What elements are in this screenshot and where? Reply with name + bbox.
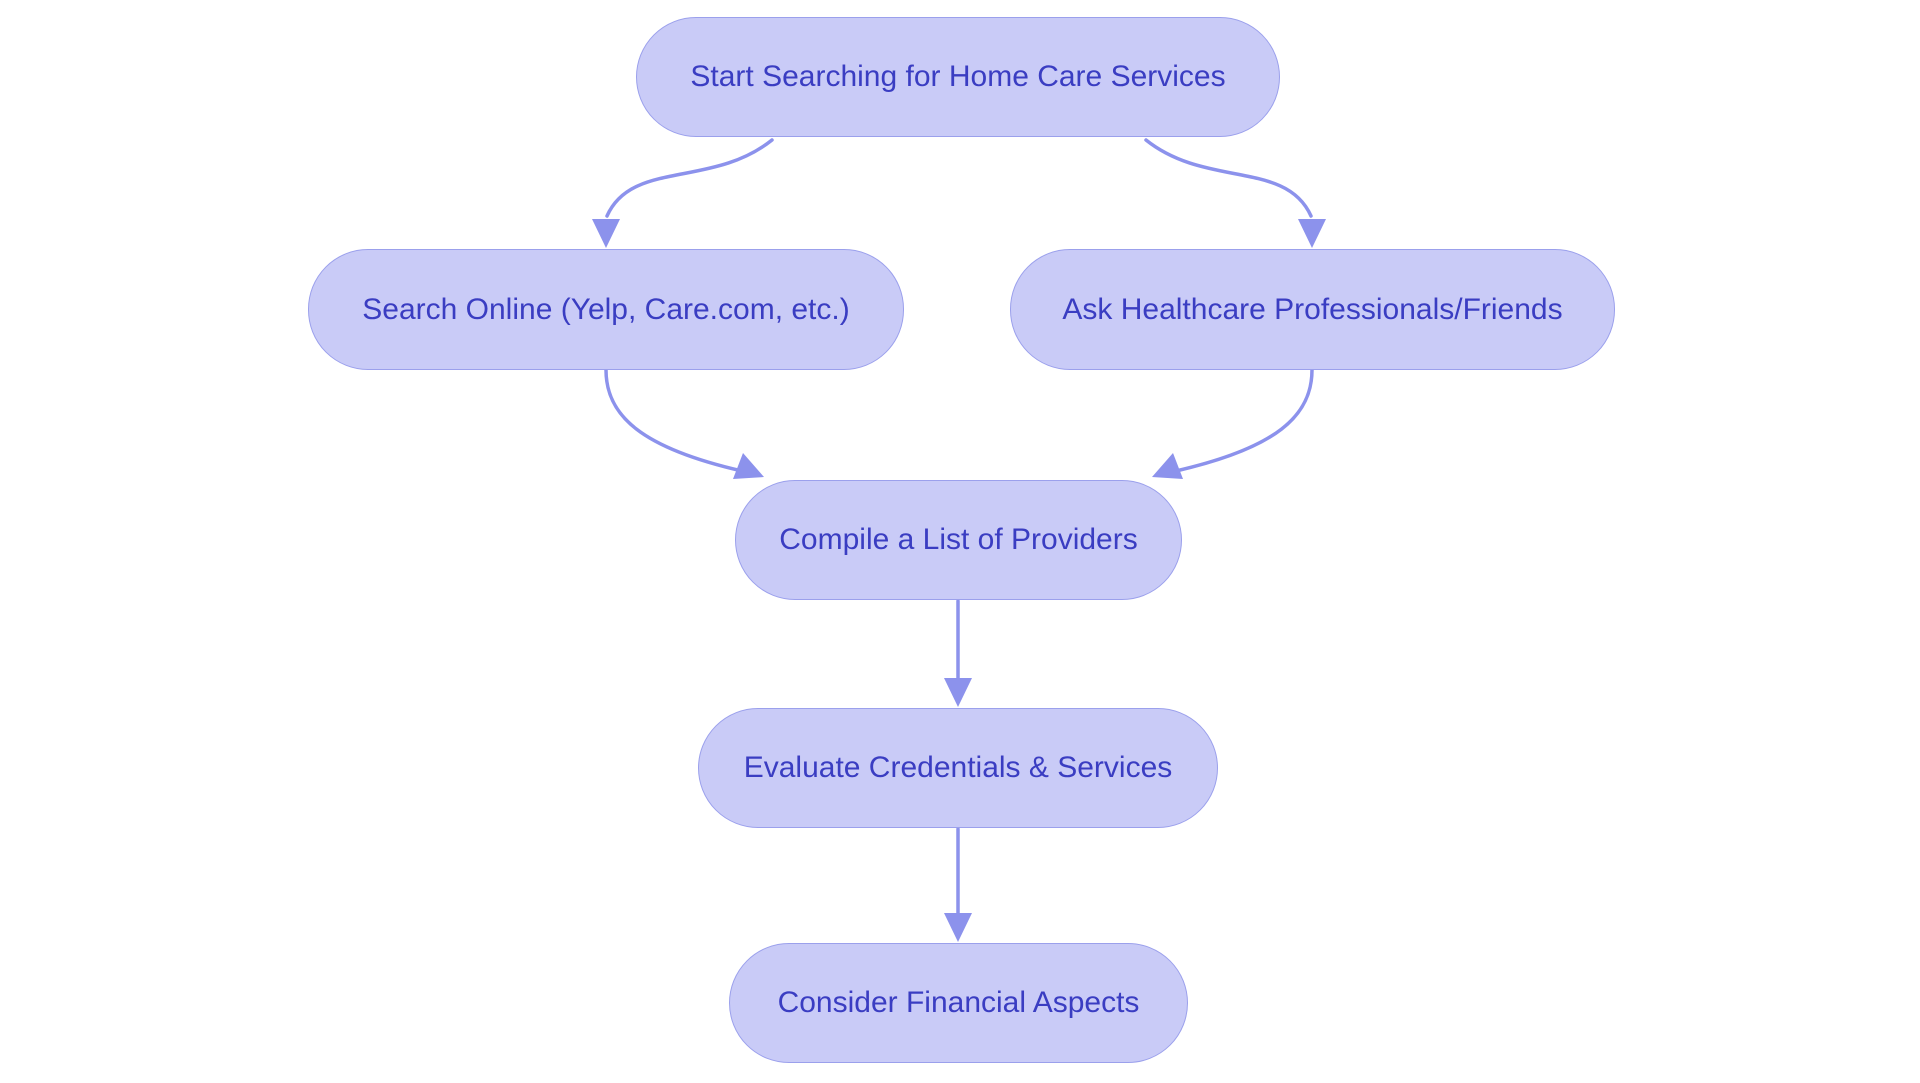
- edge-compile-list-to-evaluate: [944, 599, 972, 707]
- flow-node-compile-list-label: Compile a List of Providers: [779, 523, 1138, 556]
- edge-start-to-ask-professionals: [1144, 138, 1326, 248]
- edge-evaluate-to-financial: [944, 827, 972, 942]
- edge-start-to-search-online: [592, 138, 774, 248]
- edge-search-online-to-compile-list: [604, 368, 764, 479]
- flow-node-consider-financial-label: Consider Financial Aspects: [777, 986, 1140, 1019]
- flow-node-ask-professionals: Ask Healthcare Professionals/Friends: [1010, 249, 1615, 370]
- edge-ask-professionals-to-compile-list: [1152, 368, 1314, 479]
- flow-node-evaluate-credentials-label: Evaluate Credentials & Services: [743, 751, 1173, 784]
- flow-node-search-online: Search Online (Yelp, Care.com, etc.): [308, 249, 904, 370]
- flow-node-start-label: Start Searching for Home Care Services: [690, 60, 1226, 93]
- flow-node-consider-financial: Consider Financial Aspects: [729, 943, 1188, 1063]
- flow-node-ask-professionals-label: Ask Healthcare Professionals/Friends: [1062, 292, 1563, 326]
- flow-node-start: Start Searching for Home Care Services: [636, 17, 1280, 137]
- flow-node-search-online-label: Search Online (Yelp, Care.com, etc.): [362, 292, 850, 326]
- flow-node-evaluate-credentials: Evaluate Credentials & Services: [698, 708, 1218, 828]
- flow-node-compile-list: Compile a List of Providers: [735, 480, 1182, 600]
